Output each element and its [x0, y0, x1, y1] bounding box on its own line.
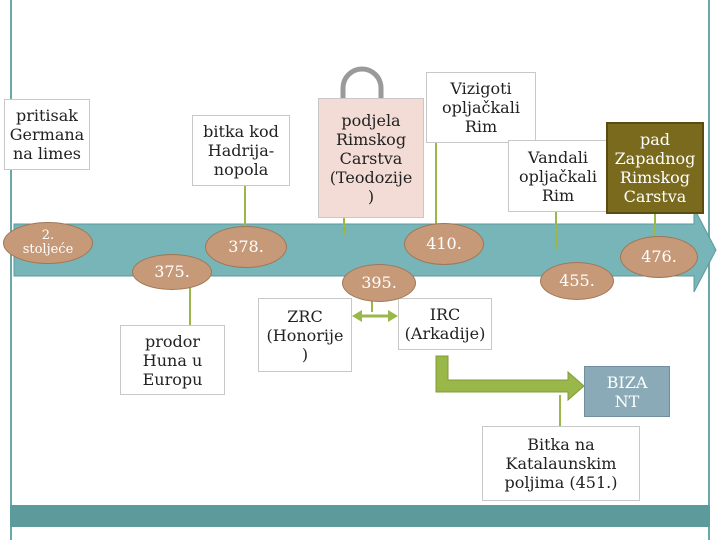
box-pritisak-germana: pritisak Germana na limes — [4, 99, 90, 170]
box-vandali: Vandali opljačkali Rim — [508, 140, 608, 212]
box-irc: IRC (Arkadije) — [398, 298, 492, 350]
box-bitka-na-katalaunskim: Bitka na Katalaunskim poljima (451.) — [482, 426, 640, 501]
frame-left-line — [10, 0, 12, 540]
box-prodor-huna: prodor Huna u Europu — [120, 325, 225, 395]
box-vizigoti: Vizigoti opljačkali Rim — [426, 72, 536, 143]
oval-410: 410. — [404, 223, 484, 265]
box-podjela-carstva: podjela Rimskog Carstva (Teodozije ) — [318, 98, 424, 218]
bottom-bar — [10, 505, 710, 527]
oval-395: 395. — [342, 264, 416, 302]
oval-476: 476. — [620, 236, 698, 278]
oval-455: 455. — [540, 262, 614, 300]
box-pad-zapadnog-carstva: pad Zapadnog Rimskog Carstva — [606, 122, 704, 214]
box-bitka-kod-hadrijanopola: bitka kod Hadrija- nopola — [192, 115, 290, 186]
oval-375: 375. — [132, 254, 212, 290]
box-bizant: BIZA NT — [584, 366, 670, 417]
oval-2-stoljece: 2. stoljeće — [3, 222, 93, 264]
handle-arc — [340, 66, 384, 98]
frame-right-line — [708, 0, 710, 540]
bent-arrow-irc-bizant — [435, 355, 585, 402]
box-zrc: ZRC (Honorije ) — [258, 298, 352, 372]
arrowhead-left — [352, 310, 362, 322]
oval-378: 378. — [205, 226, 287, 268]
arrowhead-right — [388, 310, 398, 322]
